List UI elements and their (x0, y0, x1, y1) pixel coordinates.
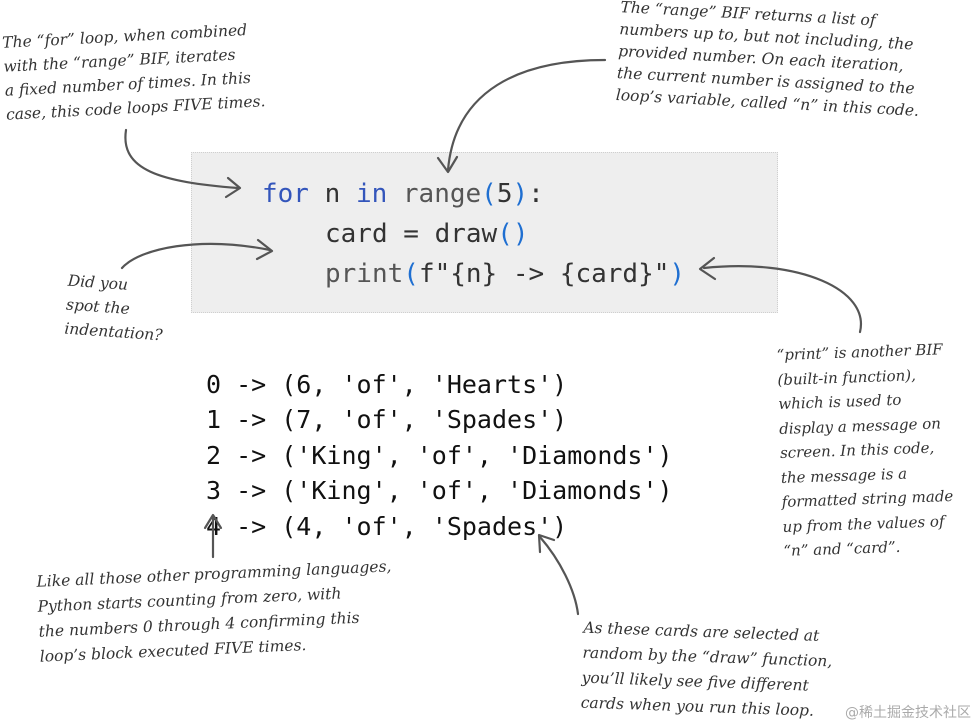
arrowhead-counting (203, 513, 223, 530)
arrow-random (538, 535, 580, 616)
arrow-indentation (120, 242, 272, 270)
range-call: range (387, 179, 482, 209)
output-line: 1 -> (7, 'of', 'Spades') (206, 405, 568, 434)
watermark: @稀土掘金技术社区 (845, 705, 971, 721)
paren-open: ( (403, 259, 419, 289)
colon: : (528, 179, 544, 209)
arrowhead-for-loop (224, 176, 242, 199)
code-line-print: print(f"{n} -> {card}") (325, 254, 685, 294)
code-line-for: for n in range(5): (262, 174, 544, 214)
paren-close: ) (512, 219, 529, 249)
loop-variable: n (308, 179, 356, 209)
range-arg: 5 (496, 179, 513, 209)
fstring: f"{n} -> {card}" (418, 259, 670, 289)
arrowhead-indentation (255, 238, 274, 261)
paren-close: ) (512, 179, 529, 209)
arrowhead-print (698, 256, 717, 281)
card-assignment: card = draw (325, 219, 498, 249)
arrow-print (702, 265, 863, 334)
output-line: 0 -> (6, 'of', 'Hearts') (206, 369, 568, 399)
paren-close: ) (669, 259, 686, 289)
output-line: 2 -> ('King', 'of', 'Diamonds') (206, 440, 673, 470)
output-line: 3 -> ('King', 'of', 'Diamonds') (206, 476, 673, 505)
code-block (191, 152, 778, 313)
arrow-range (446, 58, 607, 172)
keyword-for: for (262, 179, 309, 209)
arrowhead-random (537, 533, 556, 554)
paren-open: ( (481, 179, 497, 209)
arrow-for-loop (124, 128, 240, 190)
paren-open: ( (497, 219, 513, 249)
keyword-in: in (355, 179, 388, 209)
code-line-card: card = draw() (325, 214, 529, 254)
arrowhead-range (436, 155, 459, 174)
print-call: print (325, 259, 404, 289)
